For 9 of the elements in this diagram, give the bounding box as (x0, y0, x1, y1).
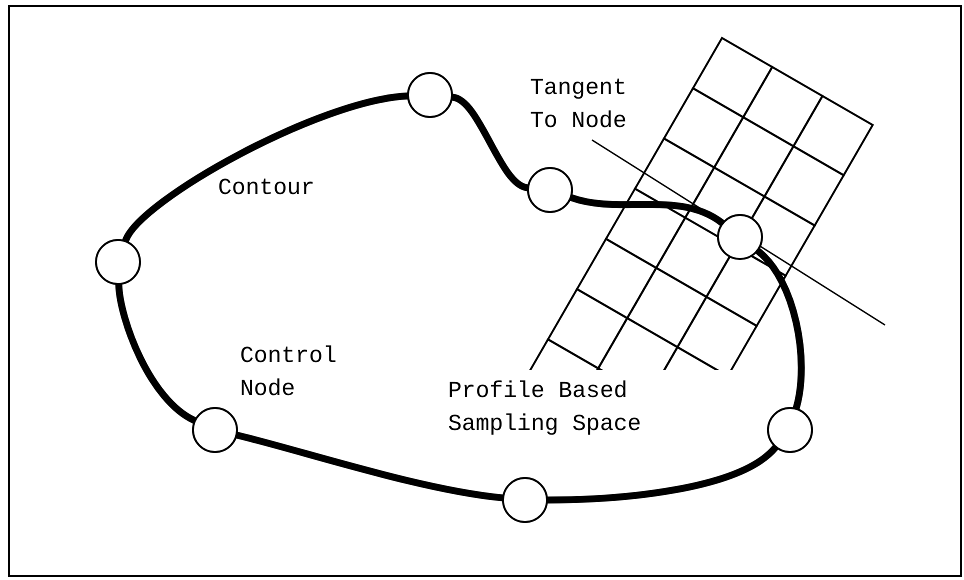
control-node-circle (717, 214, 763, 260)
control-node-circle (192, 407, 238, 453)
control-node-circle (502, 477, 548, 523)
control-node-circle (95, 239, 141, 285)
control-node-circle (407, 72, 453, 118)
contour-line (754, 248, 805, 412)
control-node-circle (767, 407, 813, 453)
control-node-circle (527, 167, 573, 213)
contour-line (568, 194, 726, 226)
